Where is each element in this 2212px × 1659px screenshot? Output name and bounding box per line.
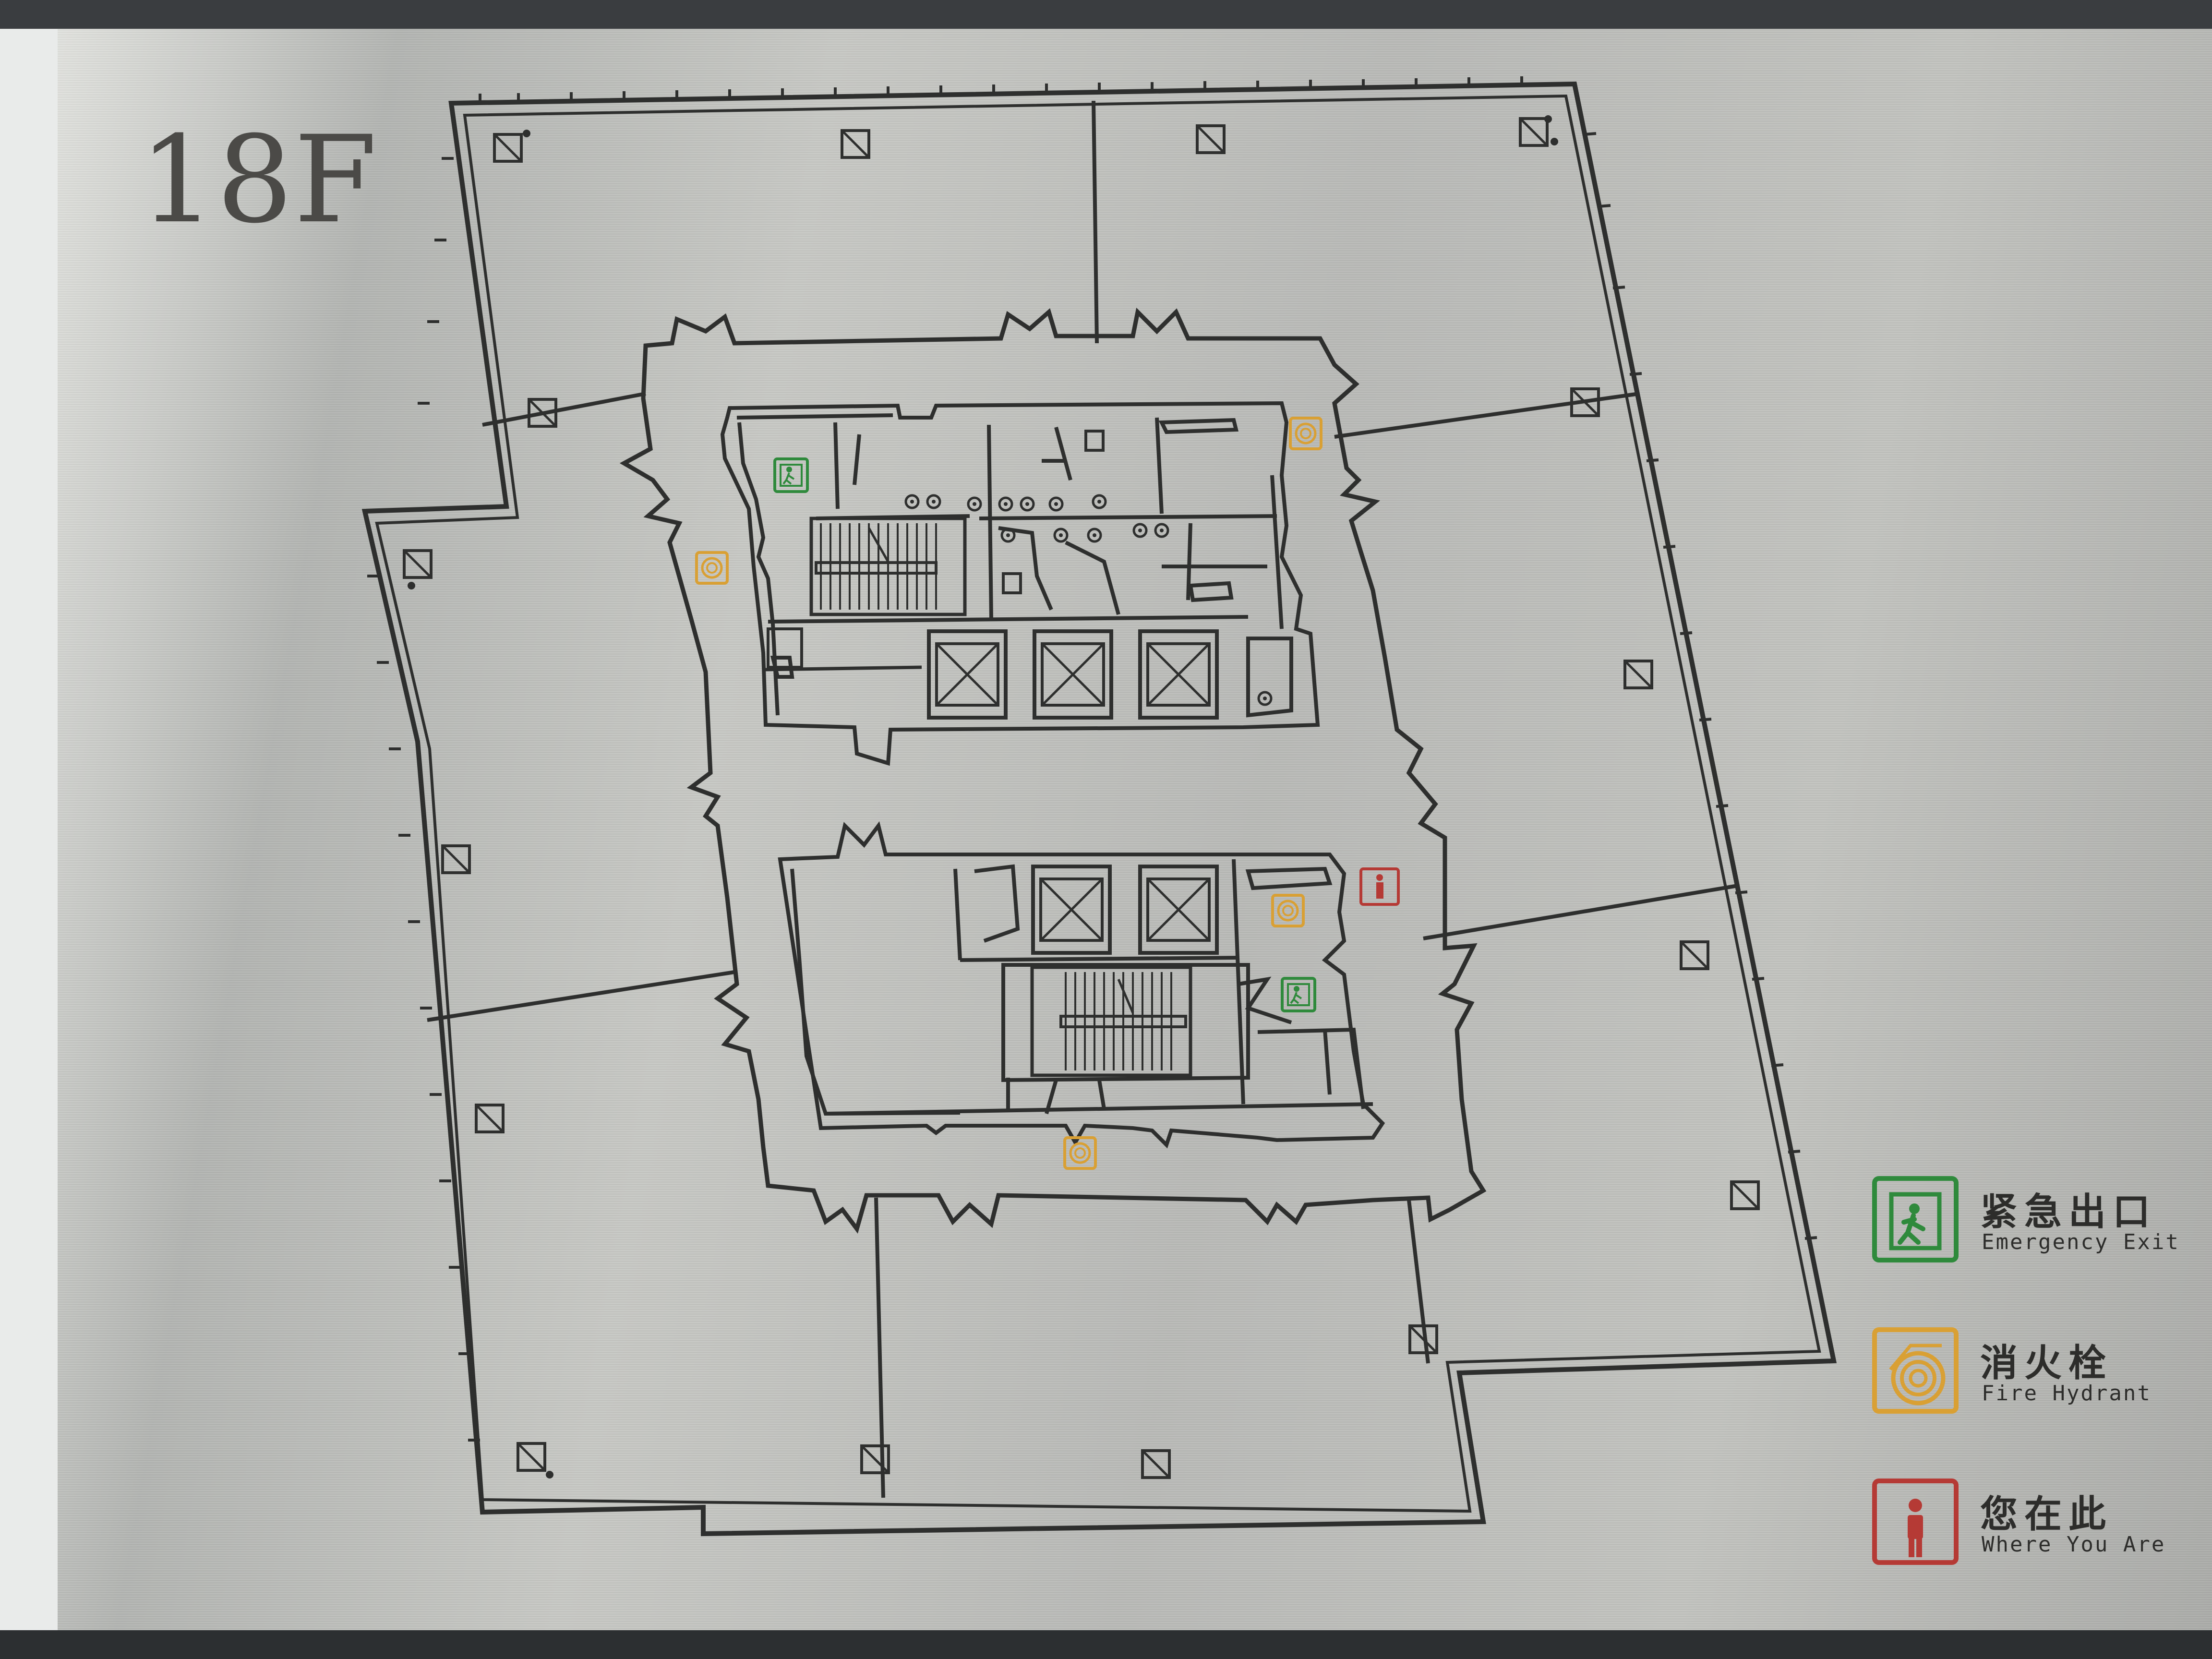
- outer-wall: [361, 81, 1837, 1537]
- floor-plan-plate: [58, 29, 2212, 1630]
- lower-stair: [1030, 965, 1192, 1077]
- lower-elevators: [1033, 866, 1217, 953]
- column-markers: [408, 115, 1558, 1479]
- restroom-fixtures: [906, 430, 1271, 705]
- legend-label-zh: 您在此: [1980, 1493, 2113, 1536]
- legend-label-zh: 消火栓: [1980, 1342, 2113, 1385]
- structural-columns: [404, 119, 1758, 1478]
- legend-label-zh: 紧急出口: [1980, 1190, 2157, 1234]
- fire-hydrant-icon: [1872, 1327, 1959, 1414]
- legend-label-en: Fire Hydrant: [1982, 1381, 2152, 1406]
- upper-core: [720, 401, 1320, 766]
- floor-number-label: 18F: [139, 110, 378, 250]
- legend-item-fire-hydrant: 消火栓 Fire Hydrant: [1872, 1327, 2208, 1423]
- wall-top-edge: [0, 0, 2212, 29]
- lower-core: [778, 821, 1385, 1149]
- corridor-ring: [619, 307, 1487, 1234]
- wall-bottom-edge: [0, 1630, 2212, 1659]
- emergency-exit-icon: [1872, 1176, 1959, 1262]
- legend-item-emergency-exit: 紧急出口 Emergency Exit: [1872, 1176, 2208, 1272]
- legend-item-where-you-are: 您在此 Where You Are: [1872, 1479, 2208, 1575]
- upper-elevators: [763, 627, 1217, 718]
- you-are-here-marker: [1359, 867, 1400, 906]
- you-are-here-icon: [1872, 1479, 1959, 1565]
- upper-stair: [809, 517, 967, 616]
- legend-label-en: Where You Are: [1982, 1532, 2166, 1557]
- partition-walls: [427, 100, 1738, 1498]
- wall-ticks: [367, 76, 1817, 1442]
- legend-label-en: Emergency Exit: [1982, 1230, 2180, 1254]
- wall-left-edge: [0, 29, 58, 1630]
